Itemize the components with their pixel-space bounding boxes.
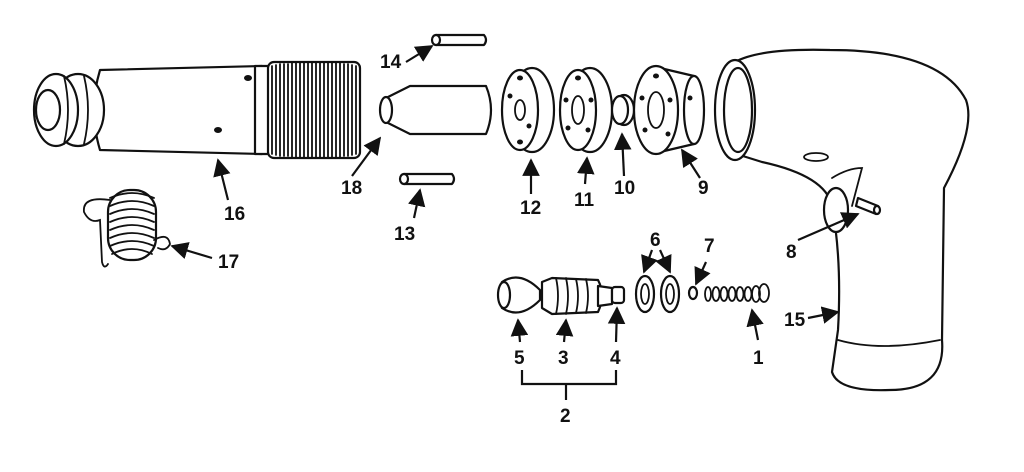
leader-1 (746, 308, 764, 341)
bracket-2 (520, 370, 618, 386)
part-9-flange (632, 64, 706, 156)
callout-14: 14 (380, 52, 402, 73)
leader-10 (613, 132, 632, 177)
callout-17: 17 (218, 252, 239, 273)
callout-9: 9 (698, 178, 709, 199)
leader-lines (170, 45, 860, 400)
leader-18 (351, 136, 382, 177)
leader-15 (807, 306, 840, 324)
callout-15: 15 (784, 310, 806, 331)
leader-8 (797, 212, 860, 242)
callout-10: 10 (614, 178, 635, 199)
callout-8: 8 (786, 242, 797, 263)
part-1-spring (704, 283, 770, 303)
part-11-disc (558, 66, 614, 154)
leader-5 (510, 318, 529, 343)
leader-17 (170, 242, 213, 260)
callout-7: 7 (704, 236, 715, 257)
callout-labels: 14 18 13 16 17 12 11 10 9 8 15 6 7 1 5 3… (218, 52, 806, 427)
callout-12: 12 (520, 198, 541, 219)
leader-3 (555, 318, 574, 343)
leader-13 (408, 188, 426, 219)
leader-4 (607, 306, 626, 343)
callout-1: 1 (753, 348, 764, 369)
callout-2: 2 (560, 406, 571, 427)
part-17-retainer-spring (83, 188, 171, 268)
leader-9 (681, 148, 701, 179)
part-8-pin (854, 196, 882, 216)
part-7-ring (687, 285, 699, 301)
callout-4: 4 (610, 348, 621, 369)
part-13-pin (398, 172, 456, 186)
leader-11 (577, 156, 595, 185)
part-10-disc (610, 93, 636, 127)
callout-5: 5 (514, 348, 525, 369)
part-5-cone (496, 276, 542, 314)
part-4-plug (610, 285, 626, 305)
callout-18: 18 (341, 178, 362, 199)
callout-11: 11 (574, 190, 595, 211)
part-18-piston (378, 84, 493, 136)
leader-7 (694, 261, 711, 286)
leader-6a (641, 249, 658, 274)
leader-16 (213, 158, 231, 201)
leader-6b (655, 249, 672, 274)
part-3-valve-body (540, 276, 614, 316)
callout-3: 3 (558, 348, 569, 369)
part-6-washers (634, 274, 681, 314)
part-16-barrel (32, 60, 362, 160)
callout-6: 6 (650, 230, 661, 251)
callout-13: 13 (394, 224, 415, 245)
part-12-disc (500, 66, 556, 154)
callout-16: 16 (224, 204, 245, 225)
part-14-pin (430, 33, 488, 47)
leader-14 (405, 45, 434, 63)
